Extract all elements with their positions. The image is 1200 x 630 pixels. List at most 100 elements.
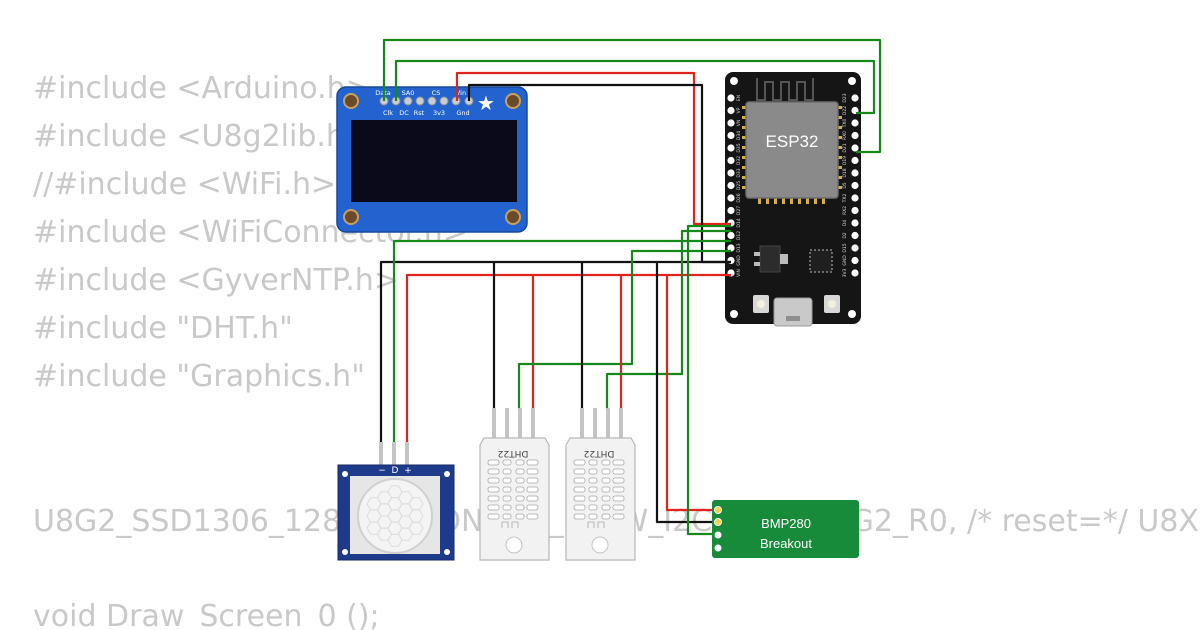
wire-red [455, 71, 731, 226]
esp32-pin-hole[interactable] [851, 94, 859, 102]
esp32-pin-hole[interactable] [727, 169, 735, 177]
wire-black [379, 260, 731, 445]
esp32-pin-hole[interactable] [727, 144, 735, 152]
oled-pin-label: Clk [383, 109, 393, 117]
esp32-pin-hole[interactable] [851, 131, 859, 140]
pir-pin-label: + [404, 466, 412, 476]
esp32-pin-label: D18 [842, 168, 848, 177]
oled-pin-label: Rst [414, 109, 425, 117]
esp32-pin-hole[interactable] [851, 231, 859, 240]
esp32-pin-label: D34 [736, 131, 742, 140]
code-line: #include <GyverNTP.h> [33, 263, 399, 298]
wire-green [392, 239, 731, 445]
esp32-pin-hole[interactable] [727, 119, 735, 127]
esp32-pin-hole[interactable] [727, 181, 735, 190]
oled-pin-label: Vin [456, 89, 466, 97]
esp32-pin-label: D14 [736, 218, 742, 227]
esp32-pin-hole[interactable] [727, 106, 735, 115]
esp32-pin-label: RX0 [842, 131, 848, 140]
oled-display[interactable]: ★ Data SA0 CS Vin Clk DC Rst 3v3 Gnd [336, 86, 528, 233]
wire-red [665, 275, 717, 512]
esp32-pin-label: GND [736, 255, 742, 266]
esp32-pin-label: D15 [842, 243, 848, 252]
esp32-pin-label: VN [736, 120, 742, 126]
esp32-pin-hole[interactable] [727, 194, 735, 202]
code-line: void Draw_Screen_0 (); [33, 599, 380, 630]
bmp280-subtitle: Breakout [760, 536, 812, 551]
wire-red [405, 273, 731, 445]
pir-motion-sensor[interactable]: − D + [337, 442, 455, 561]
esp32-chip-label: ESP32 [766, 132, 819, 151]
code-line: #include <Arduino.h> [33, 71, 371, 106]
esp32-pin-label: VIN [736, 269, 742, 277]
code-line: //#include <WiFi.h> [33, 167, 337, 202]
esp32-pin-label: EN [736, 95, 742, 101]
code-line: #include "DHT.h" [33, 311, 293, 346]
bmp280-breakout[interactable]: BMP280 Breakout [712, 500, 859, 558]
esp32-pin-hole[interactable] [727, 206, 735, 215]
dht22-sensor-b[interactable]: DHT22 [565, 408, 636, 561]
wire-green [394, 59, 876, 115]
esp32-pin-label: D13 [736, 243, 742, 252]
esp32-pin-label: 3V3 [842, 268, 848, 277]
wire-green [517, 249, 731, 410]
wire-green [382, 38, 882, 154]
esp32-pin-label: D21 [842, 143, 848, 152]
code-line: #include <U8g2lib.h> [33, 119, 371, 154]
esp32-pin-hole[interactable] [851, 206, 859, 215]
esp32-pin-label: D19 [842, 156, 848, 165]
dht22-label: DHT22 [584, 448, 615, 458]
oled-screen [351, 120, 517, 202]
star-icon: ★ [477, 93, 495, 115]
esp32-pin-label: D23 [842, 93, 848, 102]
esp32-pin-hole[interactable] [851, 156, 859, 165]
dht22-label: DHT22 [498, 448, 529, 458]
esp32-pin-hole[interactable] [851, 256, 859, 265]
esp32-pin-label: D4 [842, 220, 848, 226]
esp32-pin-hole[interactable] [851, 119, 859, 127]
esp32-pin-label: D12 [736, 231, 742, 240]
esp32-pin-label: D5 [842, 182, 848, 188]
esp32-pin-hole[interactable] [851, 181, 859, 190]
esp32-pin-label: D35 [736, 143, 742, 152]
esp32-pin-label: D26 [736, 193, 742, 202]
oled-pin-label: Gnd [456, 109, 469, 117]
esp32-pin-label: TX0 [842, 119, 848, 129]
wire-green [605, 229, 731, 410]
esp32-pin-hole[interactable] [851, 219, 859, 227]
esp32-pin-hole[interactable] [727, 131, 735, 140]
esp32-pin-hole[interactable] [727, 156, 735, 165]
wires [379, 38, 882, 536]
esp32-pin-hole[interactable] [851, 144, 859, 152]
esp32-pin-hole[interactable] [727, 244, 735, 252]
esp32-pin-label: VP [736, 107, 742, 113]
esp32-pin-label: D25 [736, 181, 742, 190]
oled-pin-label: 3v3 [433, 109, 445, 117]
esp32-pin-hole[interactable] [851, 194, 859, 202]
esp32-pin-label: D27 [736, 206, 742, 215]
oled-pin-label: DC [399, 109, 409, 117]
wire-green [686, 224, 731, 536]
esp32-pin-hole[interactable] [727, 94, 735, 102]
dht22-grill [573, 459, 625, 528]
esp32-module-shield [745, 101, 839, 199]
esp32-pin-hole[interactable] [851, 244, 859, 252]
wire-black [655, 262, 717, 524]
oled-pin-label: SA0 [402, 89, 415, 97]
esp32-pin-hole[interactable] [851, 269, 859, 277]
esp32-pin-hole[interactable] [727, 231, 735, 240]
esp32-pin-label: GND [842, 255, 848, 266]
esp32-pin-hole[interactable] [851, 169, 859, 177]
esp32-pin-label: D33 [736, 168, 742, 177]
pir-pin-label: − [378, 466, 386, 476]
esp32-pin-label: RX2 [842, 206, 848, 215]
code-line: #include "Graphics.h" [33, 359, 365, 394]
dht22-grill [487, 459, 539, 528]
esp32-pin-label: D32 [736, 156, 742, 165]
esp32-pin-label: D2 [842, 232, 848, 238]
pir-pin-label: D [392, 466, 399, 476]
bmp280-title: BMP280 [761, 516, 811, 531]
dht22-sensor-a[interactable]: DHT22 [479, 408, 550, 561]
oled-pin-label: CS [432, 89, 441, 97]
